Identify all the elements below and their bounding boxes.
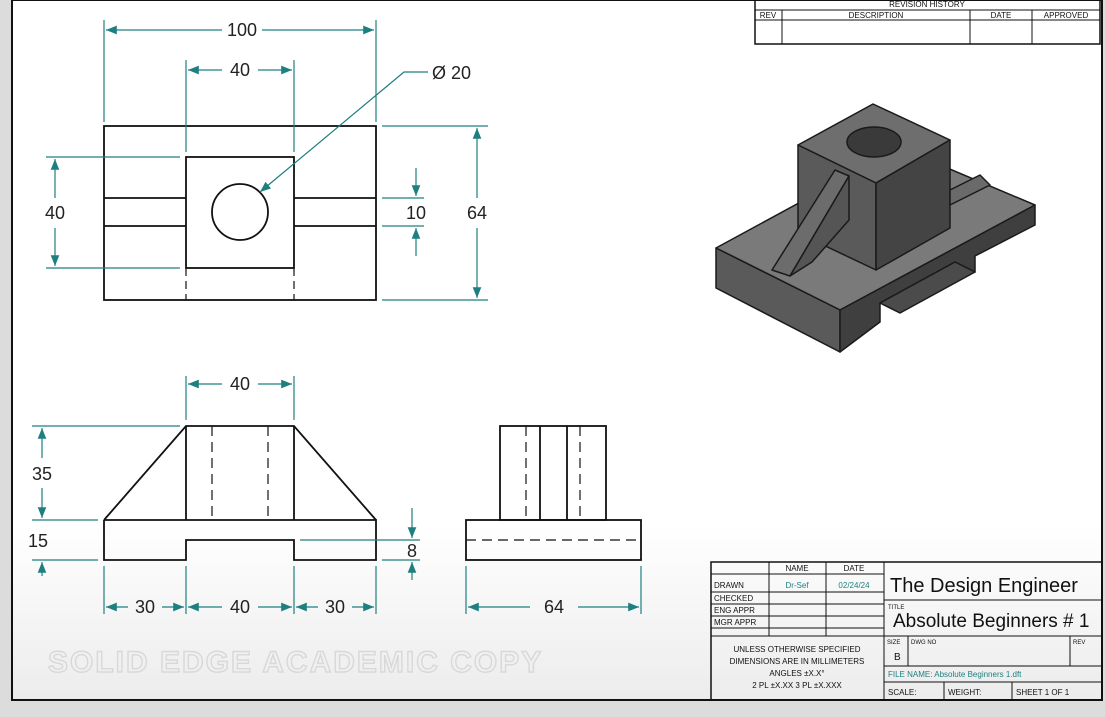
dim-width-100: 100: [227, 20, 257, 40]
top-view-labels: 100 40 Ø 20 40 10 64: [45, 20, 487, 223]
tb-mgr-label: MGR APPR: [714, 618, 756, 627]
watermark: SOLID EDGE ACADEMIC COPY: [48, 646, 543, 679]
tb-note-2: DIMENSIONS ARE IN MILLIMETERS: [730, 657, 865, 666]
drawing-border: [11, 0, 1103, 701]
tb-rev-label: REV: [1073, 640, 1085, 646]
front-view: [103, 425, 377, 561]
tb-drawn-date: 02/24/24: [838, 581, 870, 590]
tb-note-4: 2 PL ±X.XX 3 PL ±X.XXX: [752, 681, 842, 690]
tb-drawn-label: DRAWN: [714, 581, 744, 590]
dim-boss-width-40: 40: [230, 60, 250, 80]
rev-header: REV: [760, 11, 777, 20]
tb-size: B: [894, 652, 901, 663]
tb-weight: WEIGHT:: [948, 688, 981, 697]
tb-drawn-name: Dr-Sef: [785, 581, 809, 590]
tb-dwg-label: DWG NO: [911, 640, 937, 646]
tb-eng-label: ENG APPR: [714, 606, 755, 615]
tb-scale: SCALE:: [888, 688, 916, 697]
tb-checked-label: CHECKED: [714, 594, 753, 603]
front-view-labels: 40 35 15 8 30 40 30: [28, 374, 417, 617]
dim-depth-64: 64: [467, 203, 487, 223]
tb-note-1: UNLESS OTHERWISE SPECIFIED: [734, 645, 861, 654]
side-view-dimensions: [465, 566, 642, 614]
dim-boss-height-35: 35: [32, 464, 52, 484]
dim-slot-height-8: 8: [407, 541, 417, 561]
revision-title: REVISION HISTORY: [889, 0, 965, 9]
tb-name-header: NAME: [785, 564, 808, 573]
tb-size-label: SIZE: [887, 640, 900, 646]
front-view-dimensions: [32, 376, 420, 614]
tb-date-header: DATE: [844, 564, 865, 573]
isometric-view: [715, 103, 1036, 353]
dim-slot-10: 10: [406, 203, 426, 223]
top-view: [103, 125, 377, 301]
dim-boss-depth-40: 40: [45, 203, 65, 223]
side-view: [465, 425, 642, 561]
tb-note-3: ANGLES ±X.X°: [769, 669, 824, 678]
dim-base-height-15: 15: [28, 531, 48, 551]
dim-front-boss-40: 40: [230, 374, 250, 394]
dim-right-30: 30: [325, 597, 345, 617]
approved-header: APPROVED: [1044, 11, 1089, 20]
revision-block: REVISION HISTORY REV DESCRIPTION DATE AP…: [754, 0, 1101, 45]
top-view-dimensions: [46, 20, 488, 301]
dim-left-30: 30: [135, 597, 155, 617]
title-block: [710, 561, 1103, 701]
tb-file-name: FILE NAME: Absolute Beginners 1.dft: [888, 670, 1022, 679]
tb-title: Absolute Beginners # 1: [893, 611, 1089, 632]
description-header: DESCRIPTION: [849, 11, 904, 20]
title-block-text: NAME DATE DRAWN Dr-Sef 02/24/24 CHECKED …: [714, 564, 1089, 697]
dim-middle-40: 40: [230, 597, 250, 617]
date-header: DATE: [991, 11, 1012, 20]
tb-sheet: SHEET 1 OF 1: [1016, 688, 1070, 697]
tb-company: The Design Engineer: [890, 575, 1078, 597]
dim-side-width-64: 64: [544, 597, 564, 617]
dim-hole-diameter: Ø 20: [432, 63, 471, 83]
tb-title-label: TITLE: [888, 605, 904, 611]
